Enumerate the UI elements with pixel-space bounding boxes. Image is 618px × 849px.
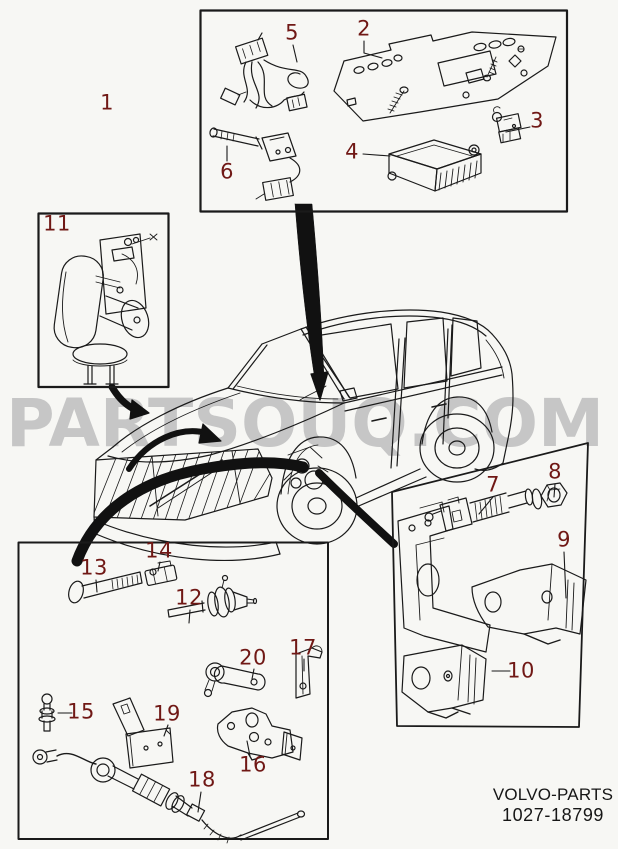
part-17-clip-bracket	[295, 645, 323, 699]
part-7-stop-lamp-switch	[424, 488, 534, 532]
part-12-vacuum-valve	[167, 574, 258, 618]
part-label-19: 19	[153, 701, 181, 726]
part-label-18: 18	[188, 767, 216, 792]
part-label-2: 2	[357, 16, 371, 41]
part-label-17: 17	[289, 635, 317, 660]
part-15-ball-stud	[38, 693, 56, 732]
group-box-pedal-switch-parts	[391, 442, 589, 728]
part-label-14: 14	[145, 538, 173, 563]
part-label-9: 9	[557, 527, 571, 552]
part-label-6: 6	[220, 159, 234, 184]
part-18-control-cable	[32, 749, 306, 844]
group-box-dashboard-parts	[199, 9, 569, 213]
part-3-switch	[491, 106, 522, 144]
part-label-15: 15	[67, 699, 95, 724]
part-16-mounting-bracket	[216, 707, 303, 761]
group-box-linkage-parts	[17, 541, 329, 840]
catalog-brand-text: VOLVO-PARTS	[492, 785, 614, 804]
part-8-nut	[531, 482, 568, 510]
part-14-clamp	[144, 560, 178, 586]
group-box-vacuum-pump	[37, 212, 170, 389]
part-label-5: 5	[285, 20, 299, 45]
part-label-4: 4	[345, 139, 359, 164]
part-label-3: 3	[530, 108, 544, 133]
part-2-instrument-panel-board	[333, 31, 557, 122]
part-label-7: 7	[486, 472, 500, 497]
car-line-drawing	[93, 309, 514, 561]
part-5-wiring-harness	[220, 32, 309, 112]
part-13-bolt	[68, 571, 143, 604]
part-6-stalk-switch	[209, 127, 301, 201]
part-label-16: 16	[239, 752, 267, 777]
catalog-footer: VOLVO-PARTS 1027-18799	[492, 785, 614, 826]
part-label-12: 12	[175, 585, 203, 610]
part-label-11: 11	[43, 211, 71, 236]
part-label-8: 8	[548, 459, 562, 484]
catalog-part-number: 1027-18799	[501, 805, 605, 825]
part-20-link-lever	[203, 662, 266, 698]
part-label-13: 13	[80, 555, 108, 580]
part-4-control-module	[387, 139, 482, 192]
label-leader-lines	[57, 40, 567, 813]
part-19-bracket	[112, 697, 174, 769]
routing-arrows	[71, 203, 398, 567]
part-label-10: 10	[507, 658, 535, 683]
pedal-bracket-drawing	[397, 501, 491, 653]
part-label-1: 1	[100, 90, 114, 115]
part-9-bracket	[471, 563, 587, 645]
part-label-20: 20	[239, 645, 267, 670]
part-10-bracket	[401, 644, 487, 719]
part-11-vacuum-servo-pump	[53, 233, 158, 385]
